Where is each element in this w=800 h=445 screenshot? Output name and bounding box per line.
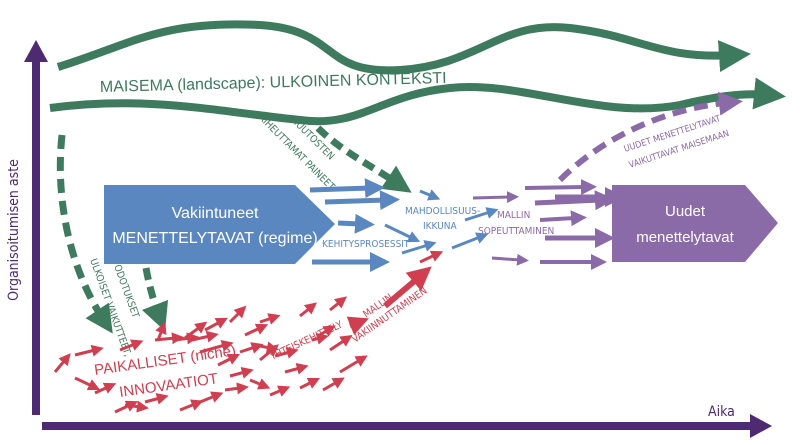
adaptation-flow-arrow: [472, 191, 519, 204]
window-label-2: IKKUNA: [423, 221, 457, 232]
regime-flow-arrow: [451, 232, 489, 250]
niche-arrow: [199, 340, 234, 354]
adaptation-flow-arrow: [539, 210, 587, 227]
niche-arrow: [229, 366, 254, 379]
landscape-label: MAISEMA (landscape): ULKOINEN KONTEKSTI: [100, 70, 447, 96]
niche-arrow: [259, 313, 281, 325]
regime-flow-arrow: [324, 190, 400, 211]
y-axis-label: Organisoitumisen aste: [6, 159, 22, 301]
niche-arrow: [191, 330, 219, 343]
regime-flow-arrow: [419, 189, 441, 201]
landscape-wave-lower: [49, 77, 786, 126]
niche-arrow: [299, 377, 321, 390]
niche-arrow: [74, 376, 101, 391]
niche-arrow: [199, 391, 224, 404]
niche-arrow: [244, 323, 269, 337]
niche-arrow: [119, 339, 144, 352]
niche-arrow: [124, 400, 149, 413]
niche-arrow: [299, 302, 318, 318]
y-axis-arrowhead: [24, 40, 48, 62]
x-axis-label: Aika: [708, 404, 735, 420]
landscape-pressure-arrow: [315, 125, 412, 193]
adaptation-label-2: SOPEUTTAMINEN: [478, 226, 554, 237]
x-axis-arrowhead: [750, 414, 772, 438]
new-practices-subtitle: menettelytavat: [636, 229, 734, 246]
regime-box: [104, 185, 335, 264]
niche-arrow: [254, 341, 279, 354]
niche-arrow: [94, 382, 117, 395]
niche-arrow: [74, 344, 104, 357]
niche-arrow: [224, 382, 249, 395]
niche-arrow: [228, 305, 247, 324]
regime-process-label: KEHITYSPROSESSIT: [322, 239, 410, 250]
niche-arrow: [239, 342, 264, 354]
niche-arrow: [346, 316, 369, 336]
niche-arrow: [155, 321, 167, 341]
niche-arrow: [174, 332, 199, 345]
niche-arrow: [329, 335, 353, 352]
niche-arrow: [204, 317, 228, 332]
regime-title: Vakiintuneet: [172, 205, 259, 222]
feedback-to-landscape-arrow: [557, 91, 743, 183]
niche-arrow: [217, 353, 241, 367]
niche-arrow: [179, 399, 204, 412]
niche-arrow: [284, 362, 309, 375]
adaptation-flow-arrow: [524, 179, 597, 196]
regime-flow-arrow: [337, 213, 375, 234]
niche-arrow: [339, 355, 368, 374]
external-influence-arrow-2: [141, 267, 169, 332]
niche-arrow: [322, 377, 345, 392]
external-influence-arrow-1: [56, 134, 113, 334]
niche-arrow: [269, 385, 291, 397]
new-practices-box: [612, 185, 778, 262]
niche-arrow: [383, 266, 432, 309]
codevelopment-label: YHTEISKEHITTELY: [268, 319, 345, 363]
new-practices-title: Uudet: [665, 203, 706, 220]
landscape-wave-upper: [56, 20, 751, 75]
niche-arrow: [184, 321, 208, 340]
regime-flow-arrow: [464, 207, 499, 222]
niche-arrow: [53, 353, 71, 373]
niche-arrow: [329, 296, 348, 312]
niche-arrow: [259, 344, 279, 362]
regime-flow-arrow: [384, 223, 421, 243]
niche-label-2: INNOVAATIOT: [118, 370, 219, 401]
niche-arrow: [249, 378, 271, 390]
window-label-1: MAHDOLLISUUS-: [405, 206, 480, 217]
regime-subtitle: MENETTELYTAVAT (regime): [112, 230, 317, 247]
niche-arrow: [419, 250, 444, 264]
niche-arrow: [144, 392, 169, 405]
regime-flow-arrow: [401, 240, 437, 255]
adaptation-label-1: MALLIN: [497, 210, 530, 221]
regime-flow-arrow: [309, 178, 385, 199]
niche-arrow: [311, 332, 329, 345]
adaptation-flow-arrow: [491, 253, 529, 266]
adaptation-flow-arrow: [534, 190, 615, 211]
